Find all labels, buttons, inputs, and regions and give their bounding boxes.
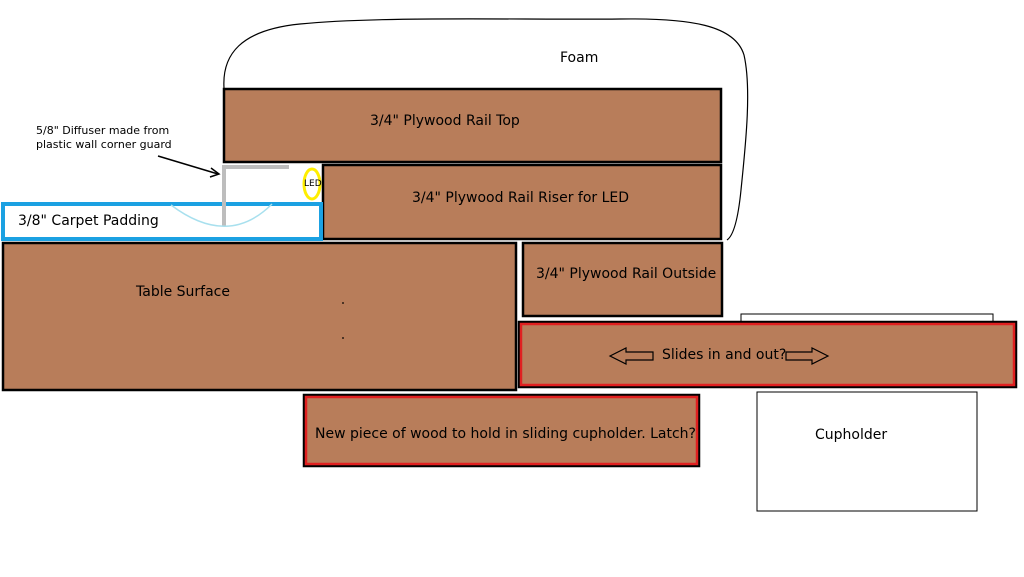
cupholder-label: Cupholder [815, 427, 888, 443]
rail-riser-label: 3/4" Plywood Rail Riser for LED [412, 190, 630, 206]
rail-top [222, 87, 723, 164]
new-wood-piece [302, 393, 701, 468]
foam-label: Foam [560, 50, 599, 66]
diffuser-label-line2: plastic wall corner guard [36, 138, 172, 151]
rail-outside [521, 241, 724, 318]
table-surface-label: Table Surface [136, 284, 230, 300]
diffuser-label-line1: 5/8" Diffuser made from [36, 124, 170, 137]
led-icon [302, 167, 322, 201]
cupholder-box [756, 391, 978, 512]
table-dot [342, 337, 344, 339]
new-wood-piece-highlight [304, 395, 699, 466]
slides-label: Slides in and out? [662, 347, 787, 363]
left-arrow-icon [608, 347, 654, 365]
right-arrow-icon [785, 347, 830, 365]
new-piece-label: New piece of wood to hold in sliding cup… [315, 426, 696, 442]
diffuser-arrow-head [209, 167, 221, 178]
diffuser-guard [222, 165, 289, 226]
light-beam [170, 203, 273, 227]
foam-outline [223, 18, 749, 241]
rail-outside-label: 3/4" Plywood Rail Outside [536, 266, 717, 282]
diffuser-arrow-line [157, 155, 219, 175]
carpet-padding-label: 3/8" Carpet Padding [18, 213, 159, 229]
table-dot [342, 302, 344, 304]
carpet-padding [1, 202, 323, 241]
led-label: LED [304, 179, 322, 189]
rail-top-label: 3/4" Plywood Rail Top [370, 113, 520, 129]
table-surface [1, 241, 518, 392]
sliding-piece-highlight [519, 322, 1016, 387]
sliding-piece [517, 320, 1018, 389]
rail-riser [321, 163, 723, 241]
